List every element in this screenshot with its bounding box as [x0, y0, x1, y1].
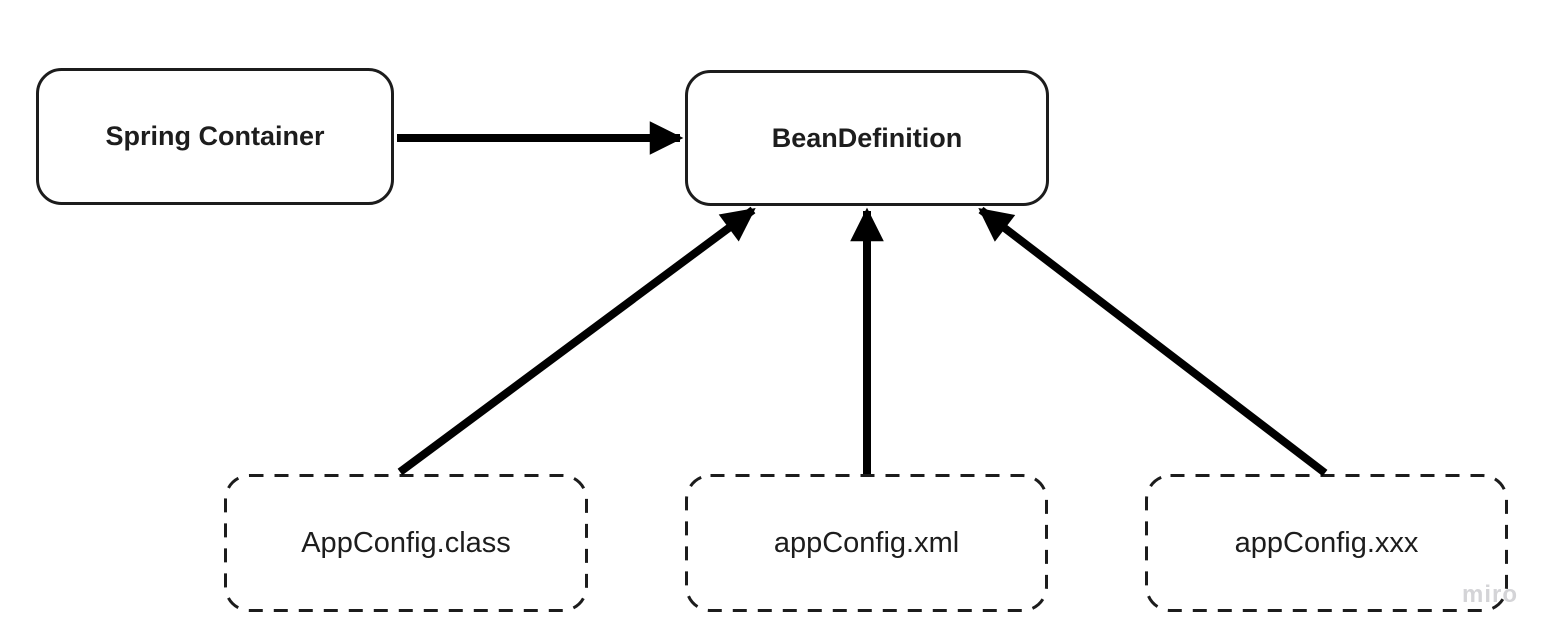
node-appconfig-class-label: AppConfig.class: [301, 526, 511, 559]
miro-watermark: miro: [1461, 581, 1518, 608]
node-spring-container-label: Spring Container: [105, 121, 325, 151]
node-appconfig-class[interactable]: AppConfig.class: [224, 474, 588, 612]
node-appconfig-class-shape[interactable]: [224, 474, 588, 612]
node-appconfig-xxx-label: appConfig.xxx: [1234, 526, 1419, 559]
arrow-appconfig-class-to-beandefinition[interactable]: [397, 206, 756, 476]
node-appconfig-xml-label: appConfig.xml: [773, 526, 960, 559]
node-bean-definition-shape[interactable]: [685, 70, 1049, 206]
node-appconfig-xxx[interactable]: appConfig.xxx: [1145, 474, 1508, 612]
node-appconfig-xml-shape[interactable]: [685, 474, 1048, 612]
node-appconfig-xxx-shape[interactable]: [1145, 474, 1508, 612]
node-spring-container[interactable]: Spring Container: [36, 68, 394, 205]
node-spring-container-shape[interactable]: [36, 68, 394, 205]
node-bean-definition-label: BeanDefinition: [771, 122, 963, 153]
node-appconfig-xml[interactable]: appConfig.xml: [685, 474, 1048, 612]
arrow-appconfig-xxx-to-beandefinition[interactable]: [978, 206, 1328, 477]
node-bean-definition[interactable]: BeanDefinition: [685, 70, 1049, 206]
